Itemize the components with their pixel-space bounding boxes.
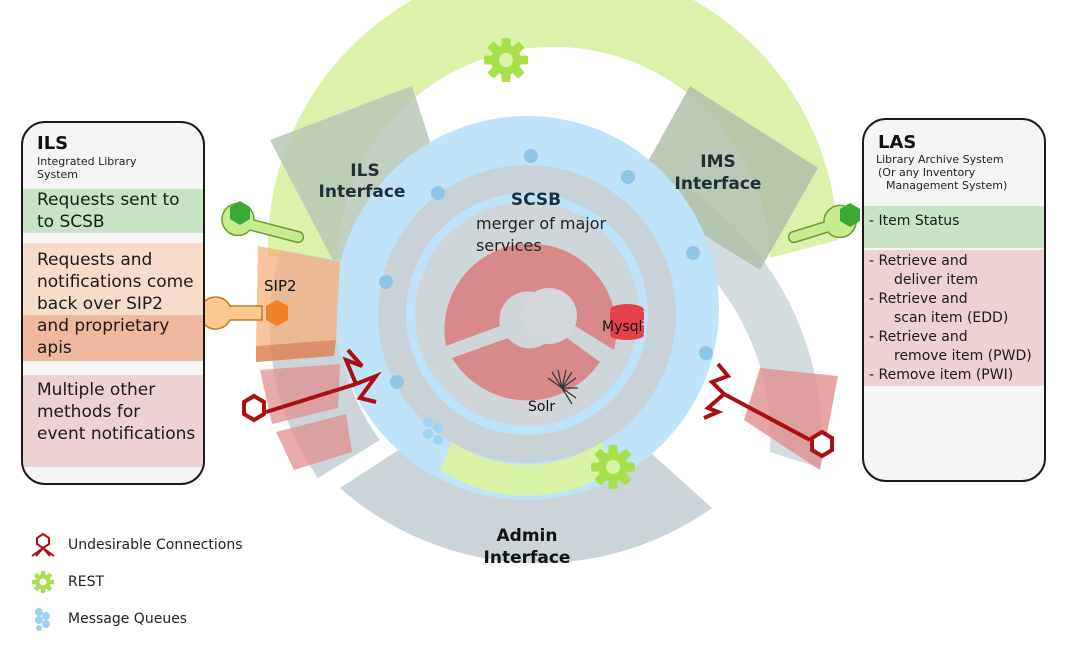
- las-action-3-line-2: remove item (PWD): [894, 348, 1032, 364]
- sip2-label: SIP2: [264, 277, 297, 295]
- ils-row-2-line-4: and proprietary: [37, 316, 170, 336]
- ils-subtitle-1: Integrated Library: [37, 155, 137, 168]
- core-center: [521, 288, 577, 344]
- las-action-3-line-1: - Retrieve and: [869, 329, 968, 345]
- sip2-wrench-icon: [198, 296, 288, 330]
- ils-subtitle-2: System: [37, 168, 79, 181]
- las-action-1-line-2: deliver item: [894, 272, 979, 288]
- ims-interface-label-2: Interface: [675, 174, 762, 194]
- rest-gear-icon-bottom: [591, 445, 635, 489]
- ils-row-1-line-2: to SCSB: [37, 212, 105, 232]
- ils-row-3-line-1: Multiple other: [37, 380, 156, 400]
- ils-title: ILS: [37, 133, 69, 154]
- rest-band: [267, 0, 838, 268]
- las-subtitle-1: Library Archive System: [876, 153, 1004, 166]
- mysql-database-icon: [610, 304, 644, 340]
- las-subtitle-3: Management System): [886, 179, 1008, 192]
- ils-wrench-icon: [221, 201, 305, 244]
- ils-row-2-line-1: Requests and: [37, 250, 153, 270]
- scsb-desc-1: merger of major: [476, 214, 607, 233]
- ils-row-3-line-3: event notifications: [37, 424, 196, 444]
- scsb-desc-2: services: [476, 236, 542, 255]
- las-action-2-line-1: - Retrieve and: [869, 291, 968, 307]
- legend-rest: REST: [28, 569, 104, 595]
- sip2-wedge: [256, 246, 340, 346]
- sip2-wedge-dark: [256, 340, 336, 362]
- undesirable-connection-icon: [31, 532, 55, 557]
- ils-row-2-line-3: back over SIP2: [37, 294, 163, 314]
- mysql-label: Mysql: [602, 319, 642, 335]
- grey-band: [378, 165, 676, 463]
- legend-undesirable: Undesirable Connections: [28, 532, 243, 558]
- legend-undesirable-label: Undesirable Connections: [68, 537, 243, 553]
- undesirable-connection-right: [703, 362, 834, 459]
- solr-icon: [547, 369, 578, 405]
- ils-row-2-line-2: notifications come: [37, 272, 194, 292]
- legend-mq-label: Message Queues: [68, 611, 188, 627]
- ils-row-3-line-2: methods for: [37, 402, 141, 422]
- las-panel: LAS Library Archive System (Or any Inven…: [862, 118, 1046, 482]
- message-queue-legend-icon: [35, 608, 50, 631]
- ils-interface-label-1: ILS: [350, 161, 379, 181]
- solr-label: Solr: [528, 399, 555, 415]
- ims-interface-label-1: IMS: [700, 152, 736, 172]
- message-queue-icon: [423, 417, 443, 445]
- las-row-item-status: - Item Status: [864, 206, 1044, 248]
- ims-interface-wedge: [632, 86, 818, 270]
- admin-rest-arc: [440, 442, 614, 496]
- legend-mq: Message Queues: [28, 606, 187, 632]
- las-action-2-line-2: scan item (EDD): [894, 310, 1009, 326]
- legend-rest-label: REST: [68, 574, 105, 590]
- las-wrench-icon: [787, 203, 860, 244]
- ils-row-requests-notifications: Requests and notifications come back ove…: [23, 249, 203, 359]
- ils-interface-label-2: Interface: [319, 182, 406, 202]
- ils-row-1-line-1: Requests sent to: [37, 190, 180, 210]
- admin-interface-label-1: Admin: [497, 526, 558, 546]
- undesirable-connection-left: [242, 348, 382, 423]
- scsb-title: SCSB: [511, 190, 561, 210]
- ils-panel: ILS Integrated Library System Requests s…: [21, 121, 205, 485]
- las-title: LAS: [878, 132, 917, 153]
- ils-row-requests-sent: Requests sent to to SCSB: [23, 189, 203, 233]
- las-action-4-line-1: - Remove item (PWI): [869, 367, 1014, 383]
- admin-interface-label-2: Interface: [484, 548, 571, 568]
- las-item-status: - Item Status: [869, 213, 960, 229]
- ils-row-other-methods: Multiple other methods for event notific…: [23, 375, 203, 467]
- las-row-actions: - Retrieve and deliver item - Retrieve a…: [864, 250, 1044, 386]
- rest-gear-icon-top: [484, 38, 528, 82]
- rest-gear-icon: [32, 571, 54, 593]
- blue-dots: [379, 149, 713, 389]
- las-subtitle-2: (Or any Inventory: [878, 166, 976, 179]
- ils-row-2-line-5: apis: [37, 338, 72, 358]
- las-action-1-line-1: - Retrieve and: [869, 253, 968, 269]
